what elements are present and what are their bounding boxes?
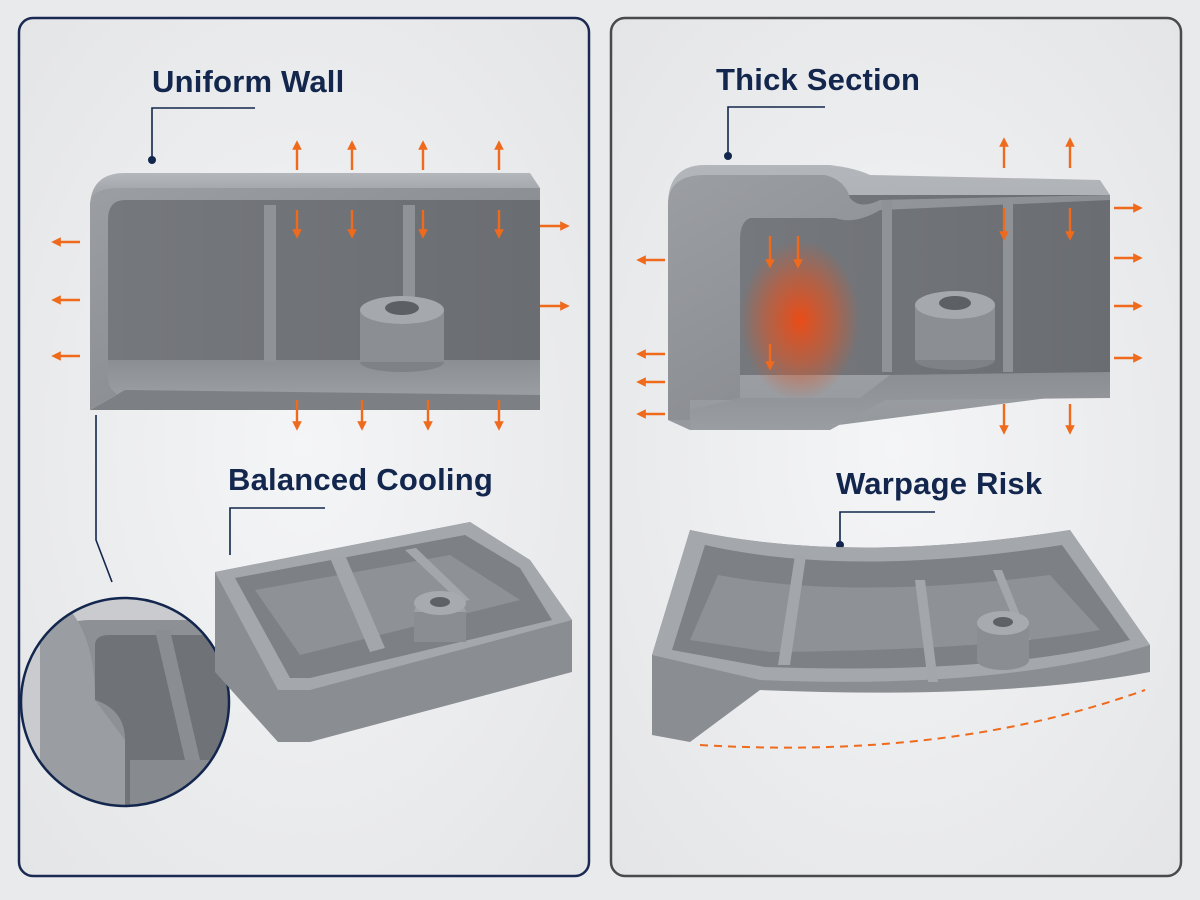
callout-thick-section [724, 106, 825, 160]
uniform-wall-part [90, 173, 540, 410]
right-panel [609, 16, 1183, 878]
warped-tray-part [652, 530, 1150, 749]
label-balanced-cooling: Balanced Cooling [228, 462, 494, 497]
label-warpage-risk: Warpage Risk [836, 466, 1043, 501]
cooling-arrows-left [51, 140, 570, 431]
callout-uniform-wall [148, 107, 255, 164]
balanced-tray-part [215, 522, 572, 742]
warpage-deflection-line [699, 689, 1146, 749]
label-thick-section: Thick Section [716, 62, 921, 97]
zoom-connector [95, 415, 113, 583]
label-uniform-wall: Uniform Wall [152, 64, 345, 99]
thick-section-part [668, 165, 1110, 430]
callout-balanced-cooling [229, 507, 325, 555]
callout-warpage-risk [836, 511, 935, 549]
cooling-arrows-right [636, 137, 1143, 435]
